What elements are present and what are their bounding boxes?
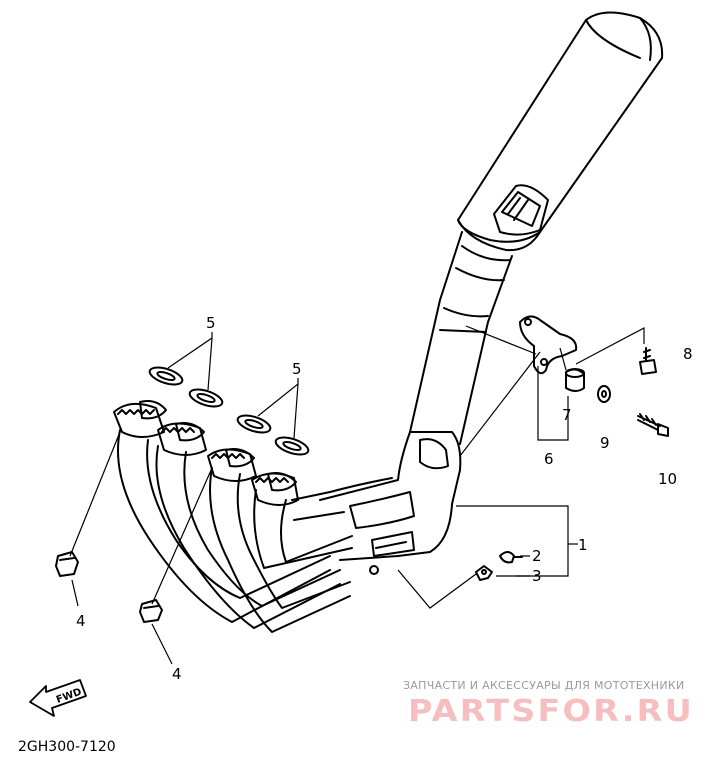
gasket-d xyxy=(274,436,310,456)
callout-6: 6 xyxy=(544,450,554,468)
callout-7: 7 xyxy=(562,406,572,424)
gasket-b xyxy=(188,388,224,408)
header-flanges xyxy=(113,400,299,506)
bolt-10 xyxy=(637,413,669,437)
flange-3 xyxy=(207,448,257,482)
gasket-a xyxy=(148,366,184,386)
small-bolt-2 xyxy=(499,551,523,564)
flange-1 xyxy=(113,400,167,438)
callout-10: 10 xyxy=(658,470,677,488)
collar xyxy=(565,368,585,392)
leader-lines xyxy=(69,325,645,665)
header-pipes xyxy=(117,429,353,633)
small-nut-3 xyxy=(475,565,493,581)
gasket-c xyxy=(236,414,272,434)
connector-pipe xyxy=(409,231,513,445)
callout-3: 3 xyxy=(532,567,542,585)
callout-9: 9 xyxy=(600,434,610,452)
nut-upper xyxy=(55,551,79,577)
washer-9 xyxy=(597,385,611,403)
flange-nuts xyxy=(55,551,163,623)
callout-1: 1 xyxy=(578,536,588,554)
callout-5-upper: 5 xyxy=(206,314,216,332)
watermark-brand: PARTSFOR.RU xyxy=(408,694,694,729)
collector xyxy=(319,431,462,575)
bolt-8 xyxy=(639,347,657,375)
nut-lower xyxy=(139,599,163,623)
bracket xyxy=(519,315,578,375)
flange-2 xyxy=(157,422,207,456)
callout-4-upper: 4 xyxy=(76,612,86,630)
callout-8: 8 xyxy=(683,345,693,363)
flange-4 xyxy=(251,472,299,506)
watermark-subtitle: ЗАПЧАСТИ И АКСЕССУАРЫ ДЛЯ МОТОТЕХНИКИ xyxy=(403,679,685,692)
watermark: ЗАПЧАСТИ И АКСЕССУАРЫ ДЛЯ МОТОТЕХНИКИ PA… xyxy=(403,679,694,729)
part-code: 2GH300-7120 xyxy=(18,739,116,755)
muffler xyxy=(457,11,664,252)
gaskets xyxy=(148,366,310,456)
callout-2: 2 xyxy=(532,547,542,565)
callout-5-lower: 5 xyxy=(292,360,302,378)
callout-4-lower: 4 xyxy=(172,665,182,683)
callout-numbers: 5 5 4 4 1 2 3 6 7 8 9 10 xyxy=(76,314,693,683)
forward-direction-arrow: FWD xyxy=(29,679,87,717)
